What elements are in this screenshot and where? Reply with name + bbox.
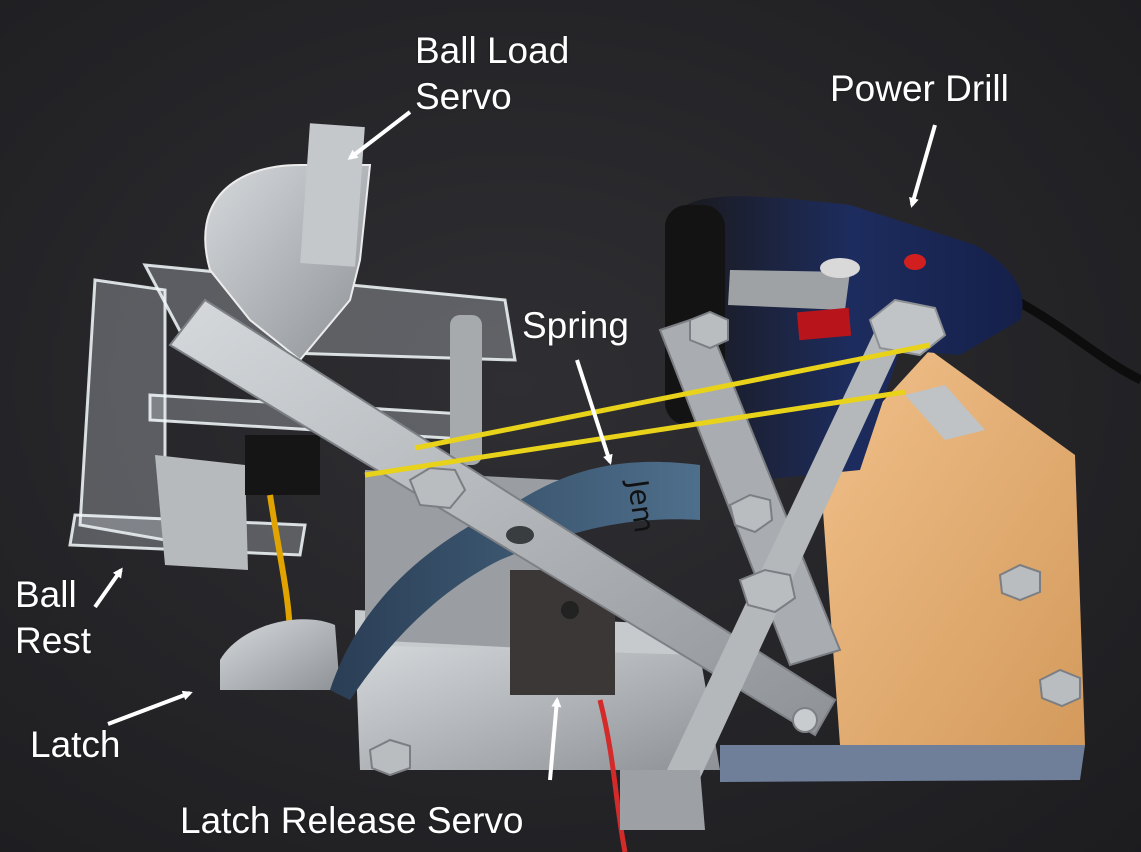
label-power-drill: Power Drill — [830, 68, 1009, 109]
release-servo-hole — [561, 601, 579, 619]
base-block — [355, 640, 720, 770]
rubber-band-top — [414, 342, 931, 451]
drill-cord — [1012, 296, 1141, 385]
wood-bracket — [905, 385, 985, 440]
power-drill — [680, 196, 1023, 480]
latch-block — [220, 619, 340, 690]
drill-white-patch — [820, 258, 860, 278]
hex-nuts — [368, 310, 1081, 777]
drill-metal-band — [728, 270, 850, 310]
label-latch-release-servo: Latch Release Servo — [180, 800, 524, 841]
spring-handwriting: Jem — [621, 476, 661, 535]
drill-label — [796, 307, 852, 341]
latch-servo-body — [245, 435, 320, 495]
rod-hex-head — [868, 298, 947, 357]
corner-post — [620, 770, 705, 830]
arm-end-bolt — [792, 707, 818, 733]
base-plate — [720, 745, 1085, 782]
ball-load-flap — [300, 123, 365, 267]
ball-rest-plate — [155, 455, 248, 570]
wood-base — [820, 350, 1085, 745]
servo-wires-2 — [597, 699, 628, 852]
diagonal-arm — [168, 298, 837, 737]
label-latch: Latch — [30, 724, 121, 765]
rubber-band-bottom — [364, 389, 906, 478]
drill-red-button — [904, 254, 926, 270]
label-ball-load-servo: Ball Load Servo — [415, 30, 570, 117]
spring-steel — [330, 461, 700, 700]
label-spring: Spring — [522, 305, 629, 346]
label-ball-rest: Ball Rest — [15, 574, 92, 661]
threaded-rod — [655, 320, 910, 800]
arm-hole — [506, 526, 534, 544]
vertical-bolt — [450, 315, 482, 465]
